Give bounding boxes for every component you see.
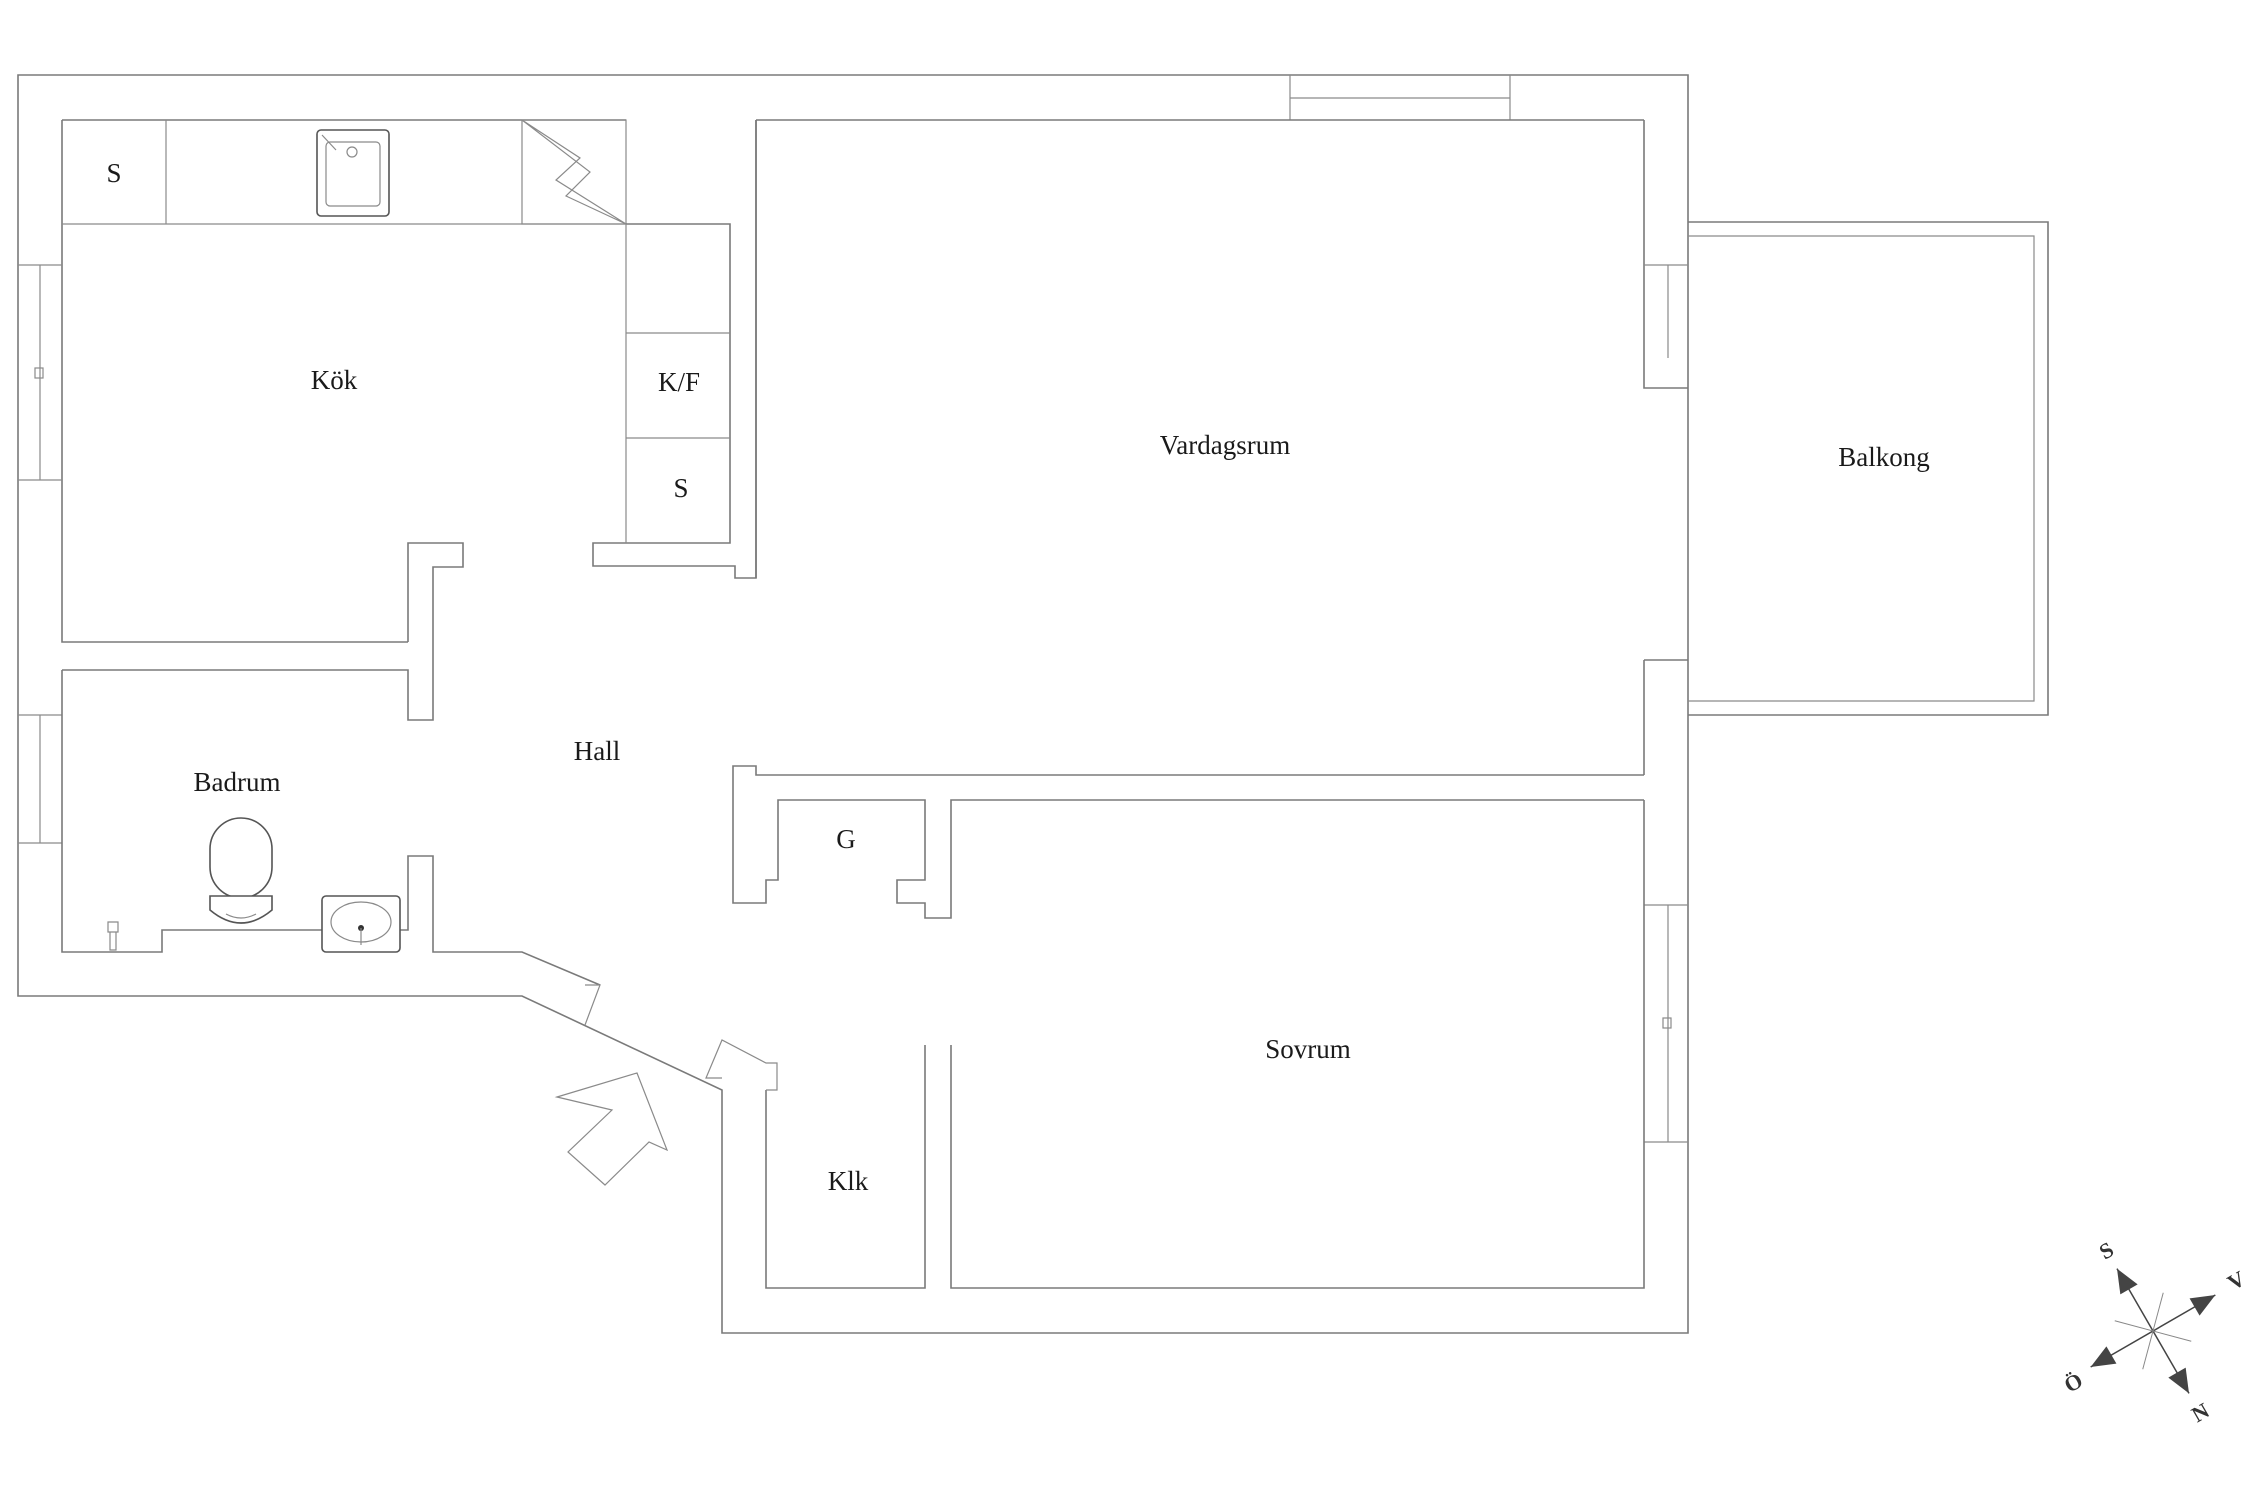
room-label-hall: Hall [574, 736, 621, 766]
balcony [1688, 221, 2049, 716]
compass-label-s: S [2095, 1237, 2118, 1265]
compass-arrow-n-icon [2168, 1367, 2189, 1394]
room-label-vardagsrum: Vardagsrum [1160, 430, 1290, 460]
room-label-klk: Klk [828, 1166, 869, 1196]
compass-label-o: Ö [2060, 1367, 2087, 1397]
fixture-label-storage-right: S [673, 473, 688, 503]
compass-arrow-o-icon [2090, 1346, 2117, 1367]
compass-label-n: N [2187, 1398, 2213, 1428]
room-label-sovrum: Sovrum [1265, 1034, 1351, 1064]
compass-arrow-v-icon [2189, 1295, 2216, 1316]
room-label-g: G [836, 824, 856, 854]
room-label-balkong: Balkong [1838, 442, 1930, 472]
bathroom [61, 670, 601, 986]
entrance [554, 984, 778, 1186]
living-room [732, 119, 1644, 919]
compass-rose [2090, 1268, 2216, 1394]
entrance-arrow-icon [554, 1072, 669, 1186]
compass-label-v: V [2223, 1266, 2249, 1296]
fixture-label-fridge-freezer: K/F [658, 367, 700, 397]
outer-walls [17, 74, 1689, 1334]
kitchen [62, 119, 757, 721]
fixture-label-storage-top: S [106, 158, 121, 188]
room-label-badrum: Badrum [194, 767, 281, 797]
room-label-kok: Kök [311, 365, 358, 395]
compass-arrow-s-icon [2117, 1268, 2138, 1295]
